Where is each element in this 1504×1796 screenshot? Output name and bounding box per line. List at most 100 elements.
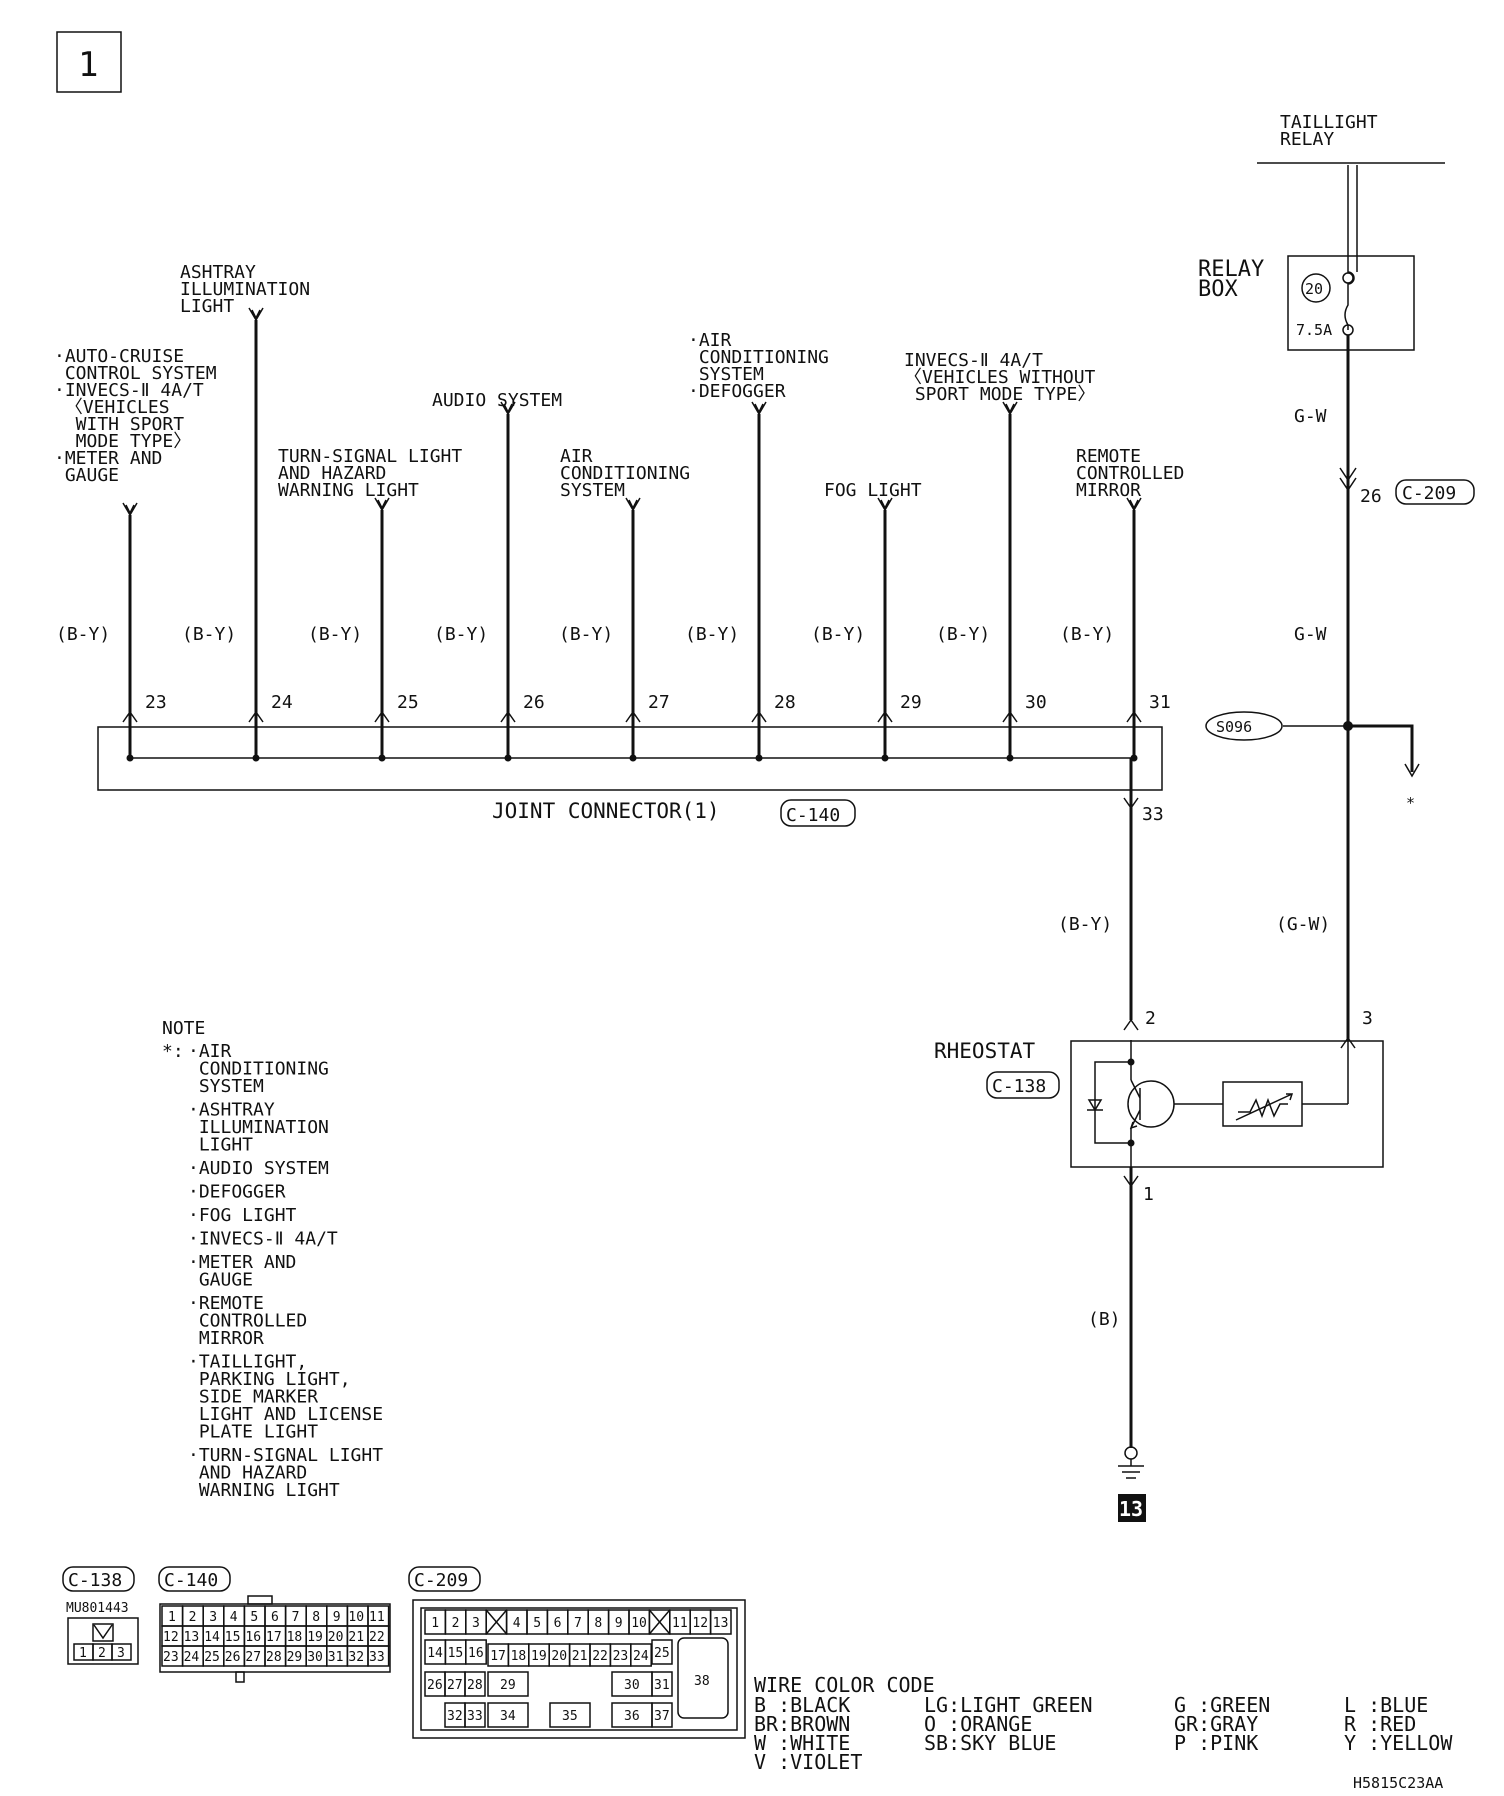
c140-pin-label: 25 <box>204 1650 220 1665</box>
branch-label-line: SPORT MODE TYPE〉 <box>904 384 1095 405</box>
c138-pin-label: 2 <box>98 1646 106 1661</box>
note-prefix: *: <box>162 1041 184 1062</box>
branch-pin-arrow <box>374 710 390 723</box>
c209-pin-label: 4 <box>513 1616 521 1631</box>
c209-conn-box <box>1395 479 1475 505</box>
c140-pin-label: 13 <box>184 1630 200 1645</box>
fuse-symbol <box>1344 165 1355 330</box>
c140-conn-box <box>780 799 856 827</box>
c209-pin-cell <box>464 1702 486 1728</box>
branch-label: ·AUTO-CRUISE CONTROL SYSTEM·INVECS-Ⅱ 4A/… <box>54 346 217 486</box>
c140-pin-label: 19 <box>307 1630 323 1645</box>
branch-label-line: AUDIO SYSTEM <box>432 390 562 411</box>
c209-body-outer <box>412 1599 746 1739</box>
variable-resistor-symbol <box>1235 1093 1294 1121</box>
rheostat-pin3-arrow <box>1340 1036 1356 1049</box>
joint-connector-frame <box>97 726 1163 791</box>
ground-symbol <box>1118 1459 1144 1479</box>
branch-label-line: FOG LIGHT <box>824 480 922 501</box>
c140-pin-label: 16 <box>245 1630 261 1645</box>
branch-label-line: SYSTEM <box>560 480 625 501</box>
branch-wire-color: (B-Y) <box>182 624 236 645</box>
note-item-line: LIGHT <box>188 1135 253 1156</box>
branch-pin-arrow <box>625 710 641 723</box>
branch-label-line: 〈VEHICLES <box>54 397 170 418</box>
branch-label-line: INVECS-Ⅱ 4A/T <box>904 350 1043 371</box>
c140-pin-label: 17 <box>266 1630 282 1645</box>
color-code-entry: BR:BROWN <box>754 1712 850 1736</box>
branch-label-line: ·AUTO-CRUISE <box>54 346 184 367</box>
branch-label-line: CONDITIONING <box>688 347 829 368</box>
c138-latch-mark <box>93 1624 113 1640</box>
c138-pin-label: 3 <box>117 1646 125 1661</box>
note-item-line: WARNING LIGHT <box>188 1480 340 1501</box>
c138-conn-box <box>986 1071 1060 1099</box>
c140-pin-cell <box>367 1645 390 1667</box>
color-code-entry: R :RED <box>1344 1712 1416 1736</box>
wire-label-gw-top: G-W <box>1294 406 1327 427</box>
ground-number-box <box>1118 1494 1146 1522</box>
branch-label: ·AIR CONDITIONING SYSTEM·DEFOGGER <box>688 330 829 402</box>
note-item-line: ·ASHTRAY <box>188 1100 275 1121</box>
branch-connector-arrow <box>877 497 893 512</box>
branch-connector-arrow <box>122 502 138 517</box>
c209-body-inner <box>420 1607 738 1731</box>
branch-connector-arrow <box>625 497 641 512</box>
c209-pin-label: 38 <box>694 1674 710 1689</box>
branch-label-line: CONTROLLED <box>1076 463 1184 484</box>
branch-pin-arrow <box>248 710 264 723</box>
diagram-id: H5815C23AA <box>1353 1774 1443 1792</box>
page-number: 1 <box>78 45 98 85</box>
branch-wire-color: (B-Y) <box>434 624 488 645</box>
note-item-line: ·REMOTE <box>188 1293 264 1314</box>
branch-label-line: WITH SPORT <box>54 414 184 435</box>
joint-connector-label: JOINT CONNECTOR(1) <box>492 799 720 823</box>
c140-pin-label: 8 <box>312 1610 320 1625</box>
branch-label-line: ·AIR <box>688 330 732 351</box>
branch-label-line: MODE TYPE〉 <box>54 431 191 452</box>
c138-pin-label: 1 <box>79 1646 87 1661</box>
note-item-line: MIRROR <box>188 1328 264 1349</box>
branch-connector-arrow <box>1002 401 1018 416</box>
note-item: ·TURN-SIGNAL LIGHT AND HAZARD WARNING LI… <box>188 1445 383 1501</box>
c209-pin-label: 32 <box>447 1709 463 1724</box>
branch-label-line: AIR <box>560 446 593 467</box>
c209-pin-cell <box>651 1671 673 1697</box>
c209-pin-label: 27 <box>447 1678 463 1693</box>
c209-pin-label: 34 <box>500 1709 516 1724</box>
c140-pin-label: 33 <box>369 1650 385 1665</box>
note-item-line: ·INVECS-Ⅱ 4A/T <box>188 1229 338 1250</box>
branch-pin-arrow <box>877 710 893 723</box>
note-item-line: CONTROLLED <box>188 1311 307 1332</box>
c209-pin-label: 22 <box>592 1649 608 1664</box>
fuse-number-circle <box>1301 273 1331 303</box>
color-code-entry: O :ORANGE <box>924 1712 1032 1736</box>
note-item: ·INVECS-Ⅱ 4A/T <box>188 1229 338 1250</box>
branch-wire-color: (B-Y) <box>936 624 990 645</box>
branch-label: INVECS-Ⅱ 4A/T〈VEHICLES WITHOUT SPORT MOD… <box>904 350 1096 405</box>
c209-pin-cell <box>630 1643 652 1667</box>
c209-pin-cell <box>709 1609 732 1635</box>
c209-pin-label: 10 <box>631 1616 647 1631</box>
c209-pin-arrow <box>1339 467 1357 492</box>
c209-pin-cell <box>651 1702 673 1728</box>
branch-label-line: ·INVECS-Ⅱ 4A/T <box>54 380 204 401</box>
c209-pin-label: 9 <box>615 1616 623 1631</box>
c140-pin-label: 10 <box>348 1610 364 1625</box>
branch-label-line: TURN-SIGNAL LIGHT <box>278 446 462 467</box>
note-item: ·DEFOGGER <box>188 1182 286 1203</box>
c140-body <box>159 1603 391 1673</box>
c209-pin-label: 18 <box>511 1649 527 1664</box>
c209-pin-label: 5 <box>533 1616 541 1631</box>
c209-pin-label: 3 <box>472 1616 480 1631</box>
c140-pin-label: 30 <box>307 1650 323 1665</box>
branch-label-line: SYSTEM <box>688 364 764 385</box>
